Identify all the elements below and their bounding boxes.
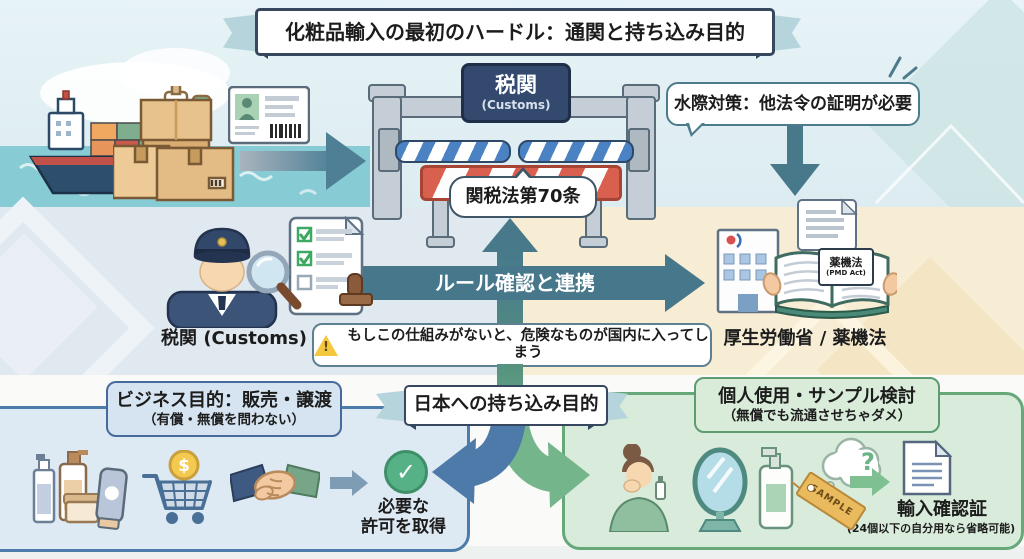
barrier-law-bubble: 関税法第70条 (449, 167, 597, 218)
book-cover (775, 304, 889, 319)
personal-result-title: 輸入確認証 (897, 499, 987, 521)
flow-arrow-right (240, 132, 366, 190)
title-banner-text: 化粧品輸入の最初のハードル：通関と持ち込み目的 (285, 20, 745, 44)
border-control-text: 水際対策：他法令の証明が必要 (674, 93, 912, 114)
ribbon-fold (588, 422, 600, 430)
purpose-banner: 日本への持ち込み目的 (404, 385, 608, 426)
handshake-icon (230, 463, 320, 503)
border-control-bubble: 水際対策：他法令の証明が必要 (666, 82, 920, 137)
shipping-boxes-icon (113, 86, 235, 202)
gate-sign-title: 税関 (495, 73, 537, 98)
barrier-arm-right-icon (518, 140, 634, 163)
warning-mark: ! (323, 339, 329, 355)
warning-text: もしこの仕組みがないと、危険なものが国内に入ってしまう (347, 327, 709, 361)
coin-symbol: $ (178, 456, 190, 476)
document-icon (902, 439, 953, 496)
question-cloud-icon: ? (853, 446, 883, 478)
warning-icon: ! (314, 334, 338, 356)
green-fork-arrowhead (548, 442, 590, 508)
barricade-foot (579, 236, 608, 248)
id-card-icon (228, 86, 310, 145)
small-arrow-icon (330, 470, 368, 496)
cosmetics-icon (32, 450, 128, 530)
personal-result-note: (24個以下の自分用なら省略可能) (846, 522, 1016, 536)
barrier-law-label: 関税法第70条 (465, 186, 581, 208)
green-arrow-icon (850, 468, 890, 496)
blue-fork-arrowhead (432, 438, 476, 504)
personal-header: 個人使用・サンプル検討 （無償でも流通させちゃダメ） (694, 377, 940, 433)
barricade-foot (426, 236, 455, 248)
cooperation-arrow-label: ルール確認と連携 (435, 271, 595, 295)
check-circle-icon: ✓ (384, 450, 428, 494)
personal-header-sub: （無償でも流通させちゃダメ） (722, 407, 912, 424)
business-result-label: 必要な 許可を取得 (361, 496, 446, 537)
law-book-label: 薬機法 (PMD Act) (818, 248, 874, 286)
purpose-banner-text: 日本への持ち込み目的 (413, 394, 599, 416)
business-header: ビジネス目的：販売・譲渡 （有償・無償を問わない） (106, 381, 342, 437)
sparkle-icon (888, 56, 918, 80)
mhlw-building-icon (716, 198, 897, 319)
mhlw-label: 厚生労働省 / 薬機法 (723, 328, 887, 350)
book-subtitle: (PMD Act) (826, 269, 866, 278)
question-mark: ? (861, 447, 875, 476)
customs-officer-label: 税関 (Customs) (161, 328, 307, 350)
cart-icon: $ (142, 450, 213, 524)
title-banner: 化粧品輸入の最初のハードル：通関と持ち込み目的 (255, 8, 775, 56)
barrier-arm-left-icon (395, 140, 511, 163)
check-mark: ✓ (395, 457, 417, 486)
warning-note: ! もしこの仕組みがないと、危険なものが国内に入ってしまう (312, 323, 712, 367)
gate-sign-subtitle: (Customs) (481, 98, 551, 113)
business-header-sub: （有償・無償を問わない） (143, 411, 305, 428)
business-header-title: ビジネス目的：販売・譲渡 (116, 390, 332, 412)
customs-officer-icon (166, 215, 373, 328)
book-title: 薬機法 (829, 256, 863, 270)
bubble-down-arrow (770, 120, 820, 196)
ribbon-fold (404, 422, 416, 430)
customs-gate-sign: 税関 (Customs) (461, 63, 571, 123)
personal-header-title: 個人使用・サンプル検討 (718, 386, 916, 408)
woman-mirror-icon (608, 444, 748, 532)
triangle-decor (874, 123, 1024, 205)
dollar-coin-icon (168, 450, 200, 481)
